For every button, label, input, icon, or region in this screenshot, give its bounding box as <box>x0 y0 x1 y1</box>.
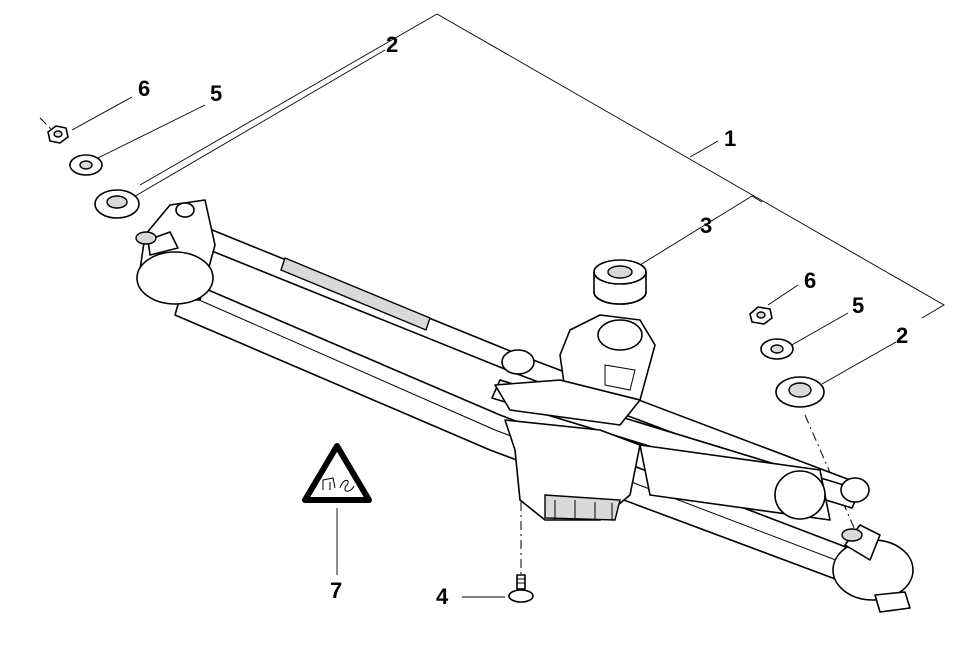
callout-2-left: 2 <box>386 32 398 57</box>
leader-1 <box>689 140 719 158</box>
bolt-head <box>508 589 534 603</box>
callout-labels: 2 6 5 1 3 6 5 2 7 4 <box>138 32 908 609</box>
crank-ball-joint <box>501 349 535 375</box>
callout-6-left: 6 <box>138 76 150 101</box>
callout-7: 7 <box>330 578 342 603</box>
left-mount-hole <box>175 202 195 218</box>
motor-bracket-slot <box>604 364 636 391</box>
left-spindle-tip <box>135 231 157 245</box>
right-mount-hole <box>840 477 870 503</box>
crank-arm <box>494 379 641 426</box>
right-hardware <box>749 306 825 408</box>
callout-3: 3 <box>700 213 712 238</box>
motor-bracket-hole <box>597 319 643 351</box>
grommet-bore <box>607 265 633 279</box>
callout-5-right: 5 <box>852 293 864 318</box>
bolt-4 <box>508 574 534 603</box>
bolt-threads <box>517 578 525 584</box>
motor-connector <box>544 494 621 521</box>
callout-1: 1 <box>724 126 736 151</box>
right-spindle-tip <box>841 528 863 542</box>
left-pivot-base <box>136 251 214 305</box>
left-bushing-bore <box>106 195 128 209</box>
left-nut-bore <box>53 130 63 138</box>
leader-6-right <box>767 284 799 306</box>
leader-1-bracket <box>139 13 945 319</box>
wiper-linkage-assembly <box>135 199 914 613</box>
connector-ribs <box>554 500 613 520</box>
left-hardware <box>47 125 140 219</box>
lower-tube-highlight <box>189 295 876 576</box>
right-nut-bore <box>756 311 766 319</box>
warning-label-7 <box>302 443 372 503</box>
hand-icon <box>322 477 336 490</box>
leader-5-right <box>789 312 849 347</box>
leader-2-left <box>119 49 386 206</box>
motor-end-cap <box>774 470 826 520</box>
rod-sleeve <box>280 257 431 331</box>
leader-6-left <box>71 96 133 131</box>
left-washer-bore <box>79 160 93 170</box>
wiper-blade-icon <box>339 479 355 492</box>
grommet-3 <box>593 259 647 305</box>
leader-2-right <box>821 341 897 385</box>
leader-3 <box>639 195 763 266</box>
right-washer-bore <box>770 344 784 354</box>
callout-5-left: 5 <box>210 81 222 106</box>
callout-6-right: 6 <box>804 268 816 293</box>
bolt-shank <box>516 574 526 590</box>
callout-2-right: 2 <box>896 323 908 348</box>
right-bushing-bore <box>788 382 812 398</box>
warning-triangle <box>302 443 372 503</box>
callout-4: 4 <box>436 584 449 609</box>
axis-left-nut <box>39 117 56 134</box>
leader-5-left <box>97 104 206 159</box>
right-bracket-tab <box>874 591 911 613</box>
